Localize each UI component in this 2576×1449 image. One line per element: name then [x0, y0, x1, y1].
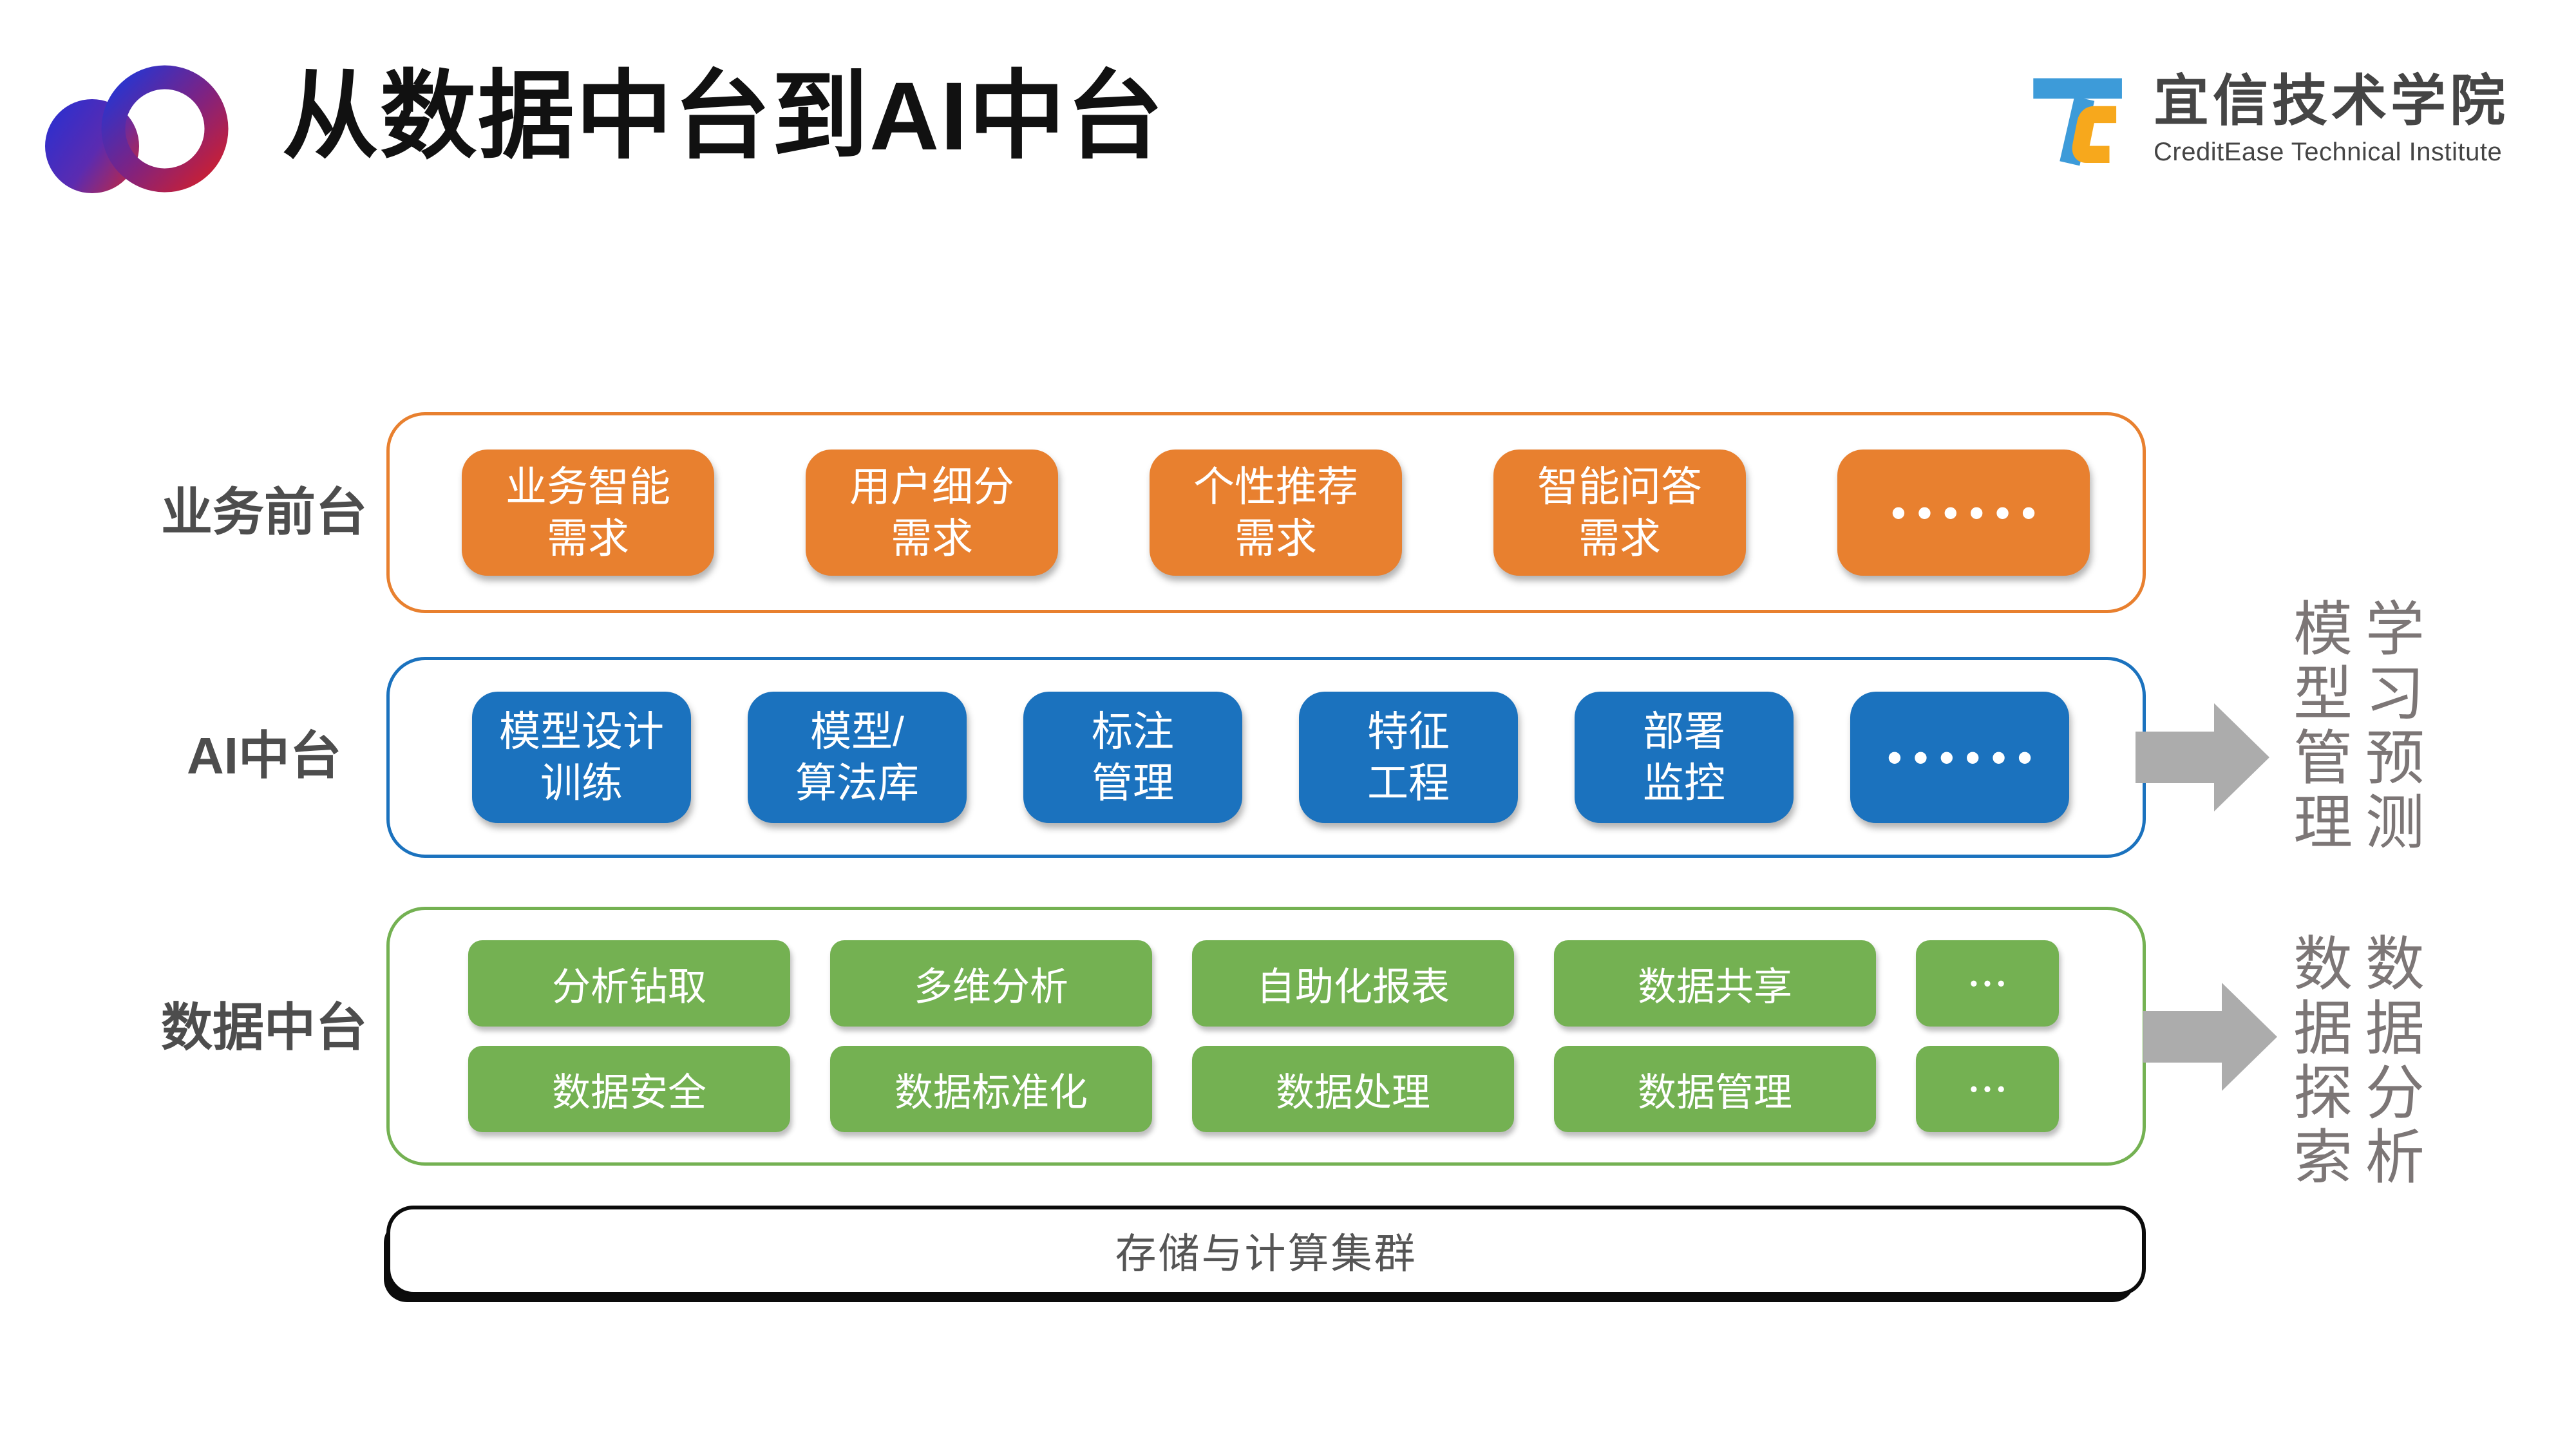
front-box-2: 用户细分 需求 — [806, 450, 1058, 576]
data-box-selfservice-report: 自助化报表 — [1192, 940, 1514, 1027]
ring-circle — [101, 65, 229, 193]
front-box-2-line2: 需求 — [891, 515, 973, 562]
ai-output-col-model-management: 模型管理 — [2284, 598, 2351, 855]
ai-box-5-line1: 部署 — [1643, 708, 1725, 755]
ai-box-3-line2: 管理 — [1092, 760, 1174, 806]
front-box-1-line1: 业务智能 — [506, 464, 670, 510]
page-title: 从数据中台到AI中台 — [282, 62, 1165, 170]
ai-box-3: 标注 管理 — [1023, 692, 1242, 823]
data-box-bottom-more: ••• — [1916, 1046, 2059, 1132]
brand-name-en: CreditEase Technical Institute — [2154, 138, 2503, 167]
front-box-4-line1: 智能问答 — [1537, 464, 1702, 510]
storage-compute-cluster-bar: 存储与计算集群 — [386, 1206, 2146, 1296]
storage-compute-cluster-label: 存储与计算集群 — [1115, 1231, 1417, 1277]
front-box-3: 个性推荐 需求 — [1150, 450, 1402, 576]
data-box-standardization: 数据标准化 — [830, 1046, 1152, 1132]
overlapping-circles-logo-icon — [45, 65, 229, 193]
data-output-col-exploration: 数据探索 — [2284, 933, 2351, 1190]
data-box-multidim: 多维分析 — [830, 940, 1152, 1027]
front-box-3-line1: 个性推荐 — [1193, 464, 1358, 510]
ai-box-more: •••••• — [1850, 692, 2069, 823]
ai-right-arrow-icon — [2136, 703, 2269, 811]
brand-name-cn: 宜信技术学院 — [2154, 70, 2509, 132]
data-box-security: 数据安全 — [468, 1046, 790, 1132]
data-output-col-analysis: 数据分析 — [2356, 933, 2423, 1190]
creditease-tc-logo-icon — [2033, 78, 2122, 166]
ai-box-4-line2: 工程 — [1367, 760, 1450, 806]
ai-box-5: 部署 监控 — [1575, 692, 1794, 823]
ai-box-2: 模型/ 算法库 — [748, 692, 967, 823]
ai-box-4-line1: 特征 — [1367, 708, 1450, 755]
label-ai-platform: AI中台 — [187, 727, 341, 784]
ai-box-2-line2: 算法库 — [795, 760, 919, 806]
ai-output-col-learning-prediction: 学习预测 — [2356, 598, 2423, 855]
data-box-top-more: ••• — [1916, 940, 2059, 1027]
label-business-front: 业务前台 — [161, 484, 367, 541]
front-box-3-line2: 需求 — [1235, 515, 1317, 562]
brand-area: 宜信技术学院 CreditEase Technical Institute — [2030, 72, 2509, 167]
front-box-1-line2: 需求 — [547, 515, 629, 562]
business-front-container: 业务智能 需求 用户细分 需求 个性推荐 需求 智能问答 需求 •••••• — [386, 412, 2146, 613]
front-box-2-line1: 用户细分 — [849, 464, 1014, 510]
data-output-text: 数据探索 数据分析 — [2284, 933, 2423, 1190]
ai-platform-container: 模型设计 训练 模型/ 算法库 标注 管理 特征 工程 部署 监控 •••••• — [386, 657, 2146, 858]
data-box-processing: 数据处理 — [1192, 1046, 1514, 1132]
data-box-sharing: 数据共享 — [1554, 940, 1876, 1027]
ai-box-3-line1: 标注 — [1092, 708, 1174, 755]
ai-box-2-line1: 模型/ — [810, 708, 904, 755]
ai-box-1-line2: 训练 — [540, 760, 623, 806]
front-box-1: 业务智能 需求 — [462, 450, 714, 576]
data-platform-container: 分析钻取 多维分析 自助化报表 数据共享 ••• 数据安全 数据标准化 数据处理… — [386, 907, 2146, 1166]
ai-box-1-line1: 模型设计 — [499, 708, 664, 755]
label-data-platform: 数据中台 — [161, 999, 367, 1056]
data-box-drill: 分析钻取 — [468, 940, 790, 1027]
ai-box-4: 特征 工程 — [1299, 692, 1518, 823]
front-box-4: 智能问答 需求 — [1493, 450, 1746, 576]
ai-output-text: 模型管理 学习预测 — [2284, 598, 2423, 855]
front-box-more: •••••• — [1837, 450, 2090, 576]
data-right-arrow-icon — [2143, 983, 2277, 1091]
data-row-top: 分析钻取 多维分析 自助化报表 数据共享 ••• — [468, 940, 2059, 1027]
front-box-4-line2: 需求 — [1578, 515, 1661, 562]
data-box-management: 数据管理 — [1554, 1046, 1876, 1132]
brand-text: 宜信技术学院 CreditEase Technical Institute — [2154, 72, 2509, 167]
data-row-bottom: 数据安全 数据标准化 数据处理 数据管理 ••• — [468, 1046, 2059, 1132]
ai-box-1: 模型设计 训练 — [472, 692, 691, 823]
ai-box-5-line2: 监控 — [1643, 760, 1725, 806]
